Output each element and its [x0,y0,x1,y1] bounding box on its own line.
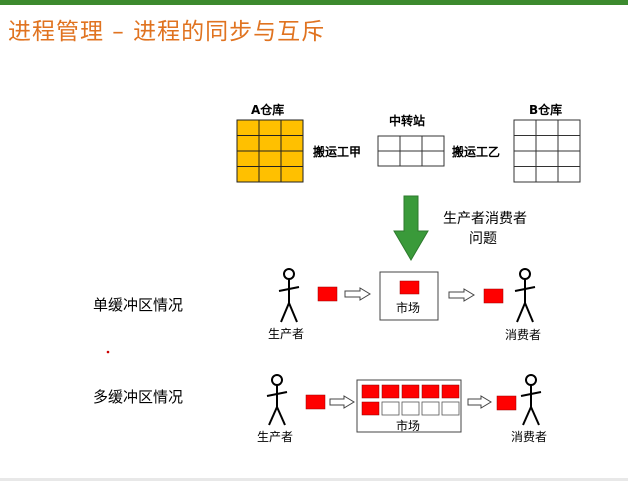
down-arrow-icon [393,195,429,261]
single-market-label: 市场 [396,301,421,315]
decorative-dot [106,350,110,354]
multi-buffer-label: 多缓冲区情况 [93,388,184,406]
multi-arrow-right-icon-2 [467,395,492,409]
multi-arrow-right-icon-1 [329,395,355,409]
multi-producer-figure [266,374,288,426]
multi-consumer-item [496,395,517,411]
bottom-edge [0,478,628,481]
single-producer-item [317,286,338,302]
single-producer-label: 生产者 [268,327,305,341]
single-producer-figure [278,268,300,323]
top-accent-bar [0,0,628,5]
warehouse-b-label: B仓库 [529,103,563,117]
worker-a-label: 搬运工甲 [313,145,362,159]
multi-market-label: 市场 [396,419,421,433]
single-buffer-label: 单缓冲区情况 [93,296,184,314]
single-consumer-label: 消费者 [505,328,542,342]
multi-producer-label: 生产者 [257,430,294,444]
problem-label-line-1: 生产者消费者 [443,211,527,227]
transfer-station-grid [377,135,445,167]
single-consumer-item [483,288,504,304]
worker-b-label: 搬运工乙 [452,145,501,159]
single-market-box [379,271,439,321]
multi-market-buffer-slots [361,384,460,416]
warehouse-a-label: A仓库 [251,103,285,117]
single-market-item [399,280,420,295]
single-arrow-right-icon-1 [344,287,371,301]
multi-producer-item [305,394,326,410]
warehouse-a-grid [236,119,304,183]
multi-consumer-label: 消费者 [511,430,548,444]
transfer-station-label: 中转站 [389,114,426,128]
single-consumer-figure [514,268,536,323]
warehouse-b-grid [513,119,581,183]
single-arrow-right-icon-2 [448,288,475,302]
multi-consumer-figure [520,374,542,426]
problem-label-line-2: 问题 [469,231,497,247]
slide-title: 进程管理 – 进程的同步与互斥 [8,19,326,45]
